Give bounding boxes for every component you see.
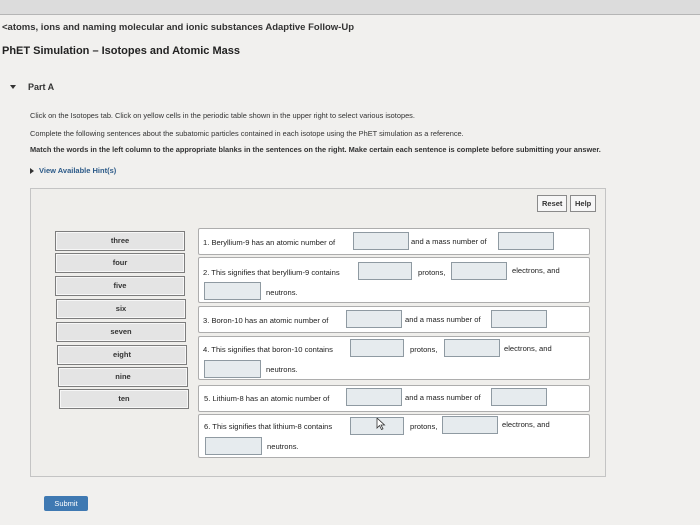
view-hints-link[interactable]: View Available Hint(s) xyxy=(30,166,116,175)
help-button[interactable]: Help xyxy=(570,195,597,212)
protons-label: protons, xyxy=(410,422,438,431)
reset-button[interactable]: Reset xyxy=(537,195,568,212)
protons-label: protons, xyxy=(410,345,438,354)
blank-4-protons[interactable] xyxy=(350,339,404,357)
problem-title: PhET Simulation – Isotopes and Atomic Ma… xyxy=(2,45,240,57)
part-label: Part A xyxy=(28,82,55,92)
blank-1-mass-number[interactable] xyxy=(498,232,554,250)
sentence-1-text: 1. Beryllium-9 has an atomic number of xyxy=(203,238,336,247)
neutrons-label: neutrons. xyxy=(266,288,298,297)
word-tile[interactable]: seven xyxy=(56,322,186,342)
mouse-cursor-icon xyxy=(376,418,386,430)
word-tile[interactable]: three xyxy=(55,231,185,251)
part-a-toggle[interactable]: Part A xyxy=(10,82,54,92)
word-tile[interactable]: six xyxy=(56,299,186,319)
sentence-4-text: 4. This signifies that boron-10 contains xyxy=(203,345,333,354)
blank-2-neutrons[interactable] xyxy=(204,282,261,300)
blank-3-mass-number[interactable] xyxy=(491,310,547,328)
sentence-2-text: 2. This signifies that beryllium-9 conta… xyxy=(203,268,340,277)
blank-5-mass-number[interactable] xyxy=(491,388,547,406)
blank-4-neutrons[interactable] xyxy=(204,360,261,378)
neutrons-label: neutrons. xyxy=(266,365,298,374)
submit-button[interactable]: Submit xyxy=(44,496,88,511)
sentence-6-text: 6. This signifies that lithium-8 contain… xyxy=(204,422,333,431)
expand-triangle-icon xyxy=(30,167,34,174)
blank-6-neutrons[interactable] xyxy=(205,437,262,455)
electrons-label: electrons, and xyxy=(504,344,552,353)
blank-5-atomic-number[interactable] xyxy=(346,388,402,406)
instruction-line-2: Complete the following sentences about t… xyxy=(30,129,464,138)
sentence-3-text: 3. Boron-10 has an atomic number of xyxy=(203,316,329,325)
word-tile[interactable]: four xyxy=(55,253,185,273)
blank-2-electrons[interactable] xyxy=(451,262,507,280)
sentence-5-text: 5. Lithium-8 has an atomic number of xyxy=(204,394,330,403)
blank-3-atomic-number[interactable] xyxy=(346,310,402,328)
word-tile[interactable]: ten xyxy=(59,389,189,409)
electrons-label: electrons, and xyxy=(502,420,550,429)
collapse-triangle-icon xyxy=(10,85,16,89)
blank-4-electrons[interactable] xyxy=(444,339,500,357)
blank-6-electrons[interactable] xyxy=(442,416,498,434)
browser-top-bar xyxy=(0,0,700,15)
sentence-5-mid: and a mass number of xyxy=(405,393,481,402)
blank-2-protons[interactable] xyxy=(358,262,412,280)
instruction-line-3: Match the words in the left column to th… xyxy=(30,145,601,154)
assignment-title: <atoms, ions and naming molecular and io… xyxy=(2,22,355,33)
hints-label: View Available Hint(s) xyxy=(39,166,117,175)
sentence-1-mid: and a mass number of xyxy=(411,237,487,246)
word-tile[interactable]: eight xyxy=(57,345,187,365)
word-tile[interactable]: five xyxy=(55,276,185,296)
instruction-line-1: Click on the Isotopes tab. Click on yell… xyxy=(30,111,415,120)
blank-1-atomic-number[interactable] xyxy=(353,232,409,250)
neutrons-label: neutrons. xyxy=(267,442,299,451)
sentence-3-mid: and a mass number of xyxy=(405,315,481,324)
word-tile[interactable]: nine xyxy=(58,367,188,387)
electrons-label: electrons, and xyxy=(512,266,560,275)
protons-label: protons, xyxy=(418,268,446,277)
sentence-4-box xyxy=(198,336,590,380)
